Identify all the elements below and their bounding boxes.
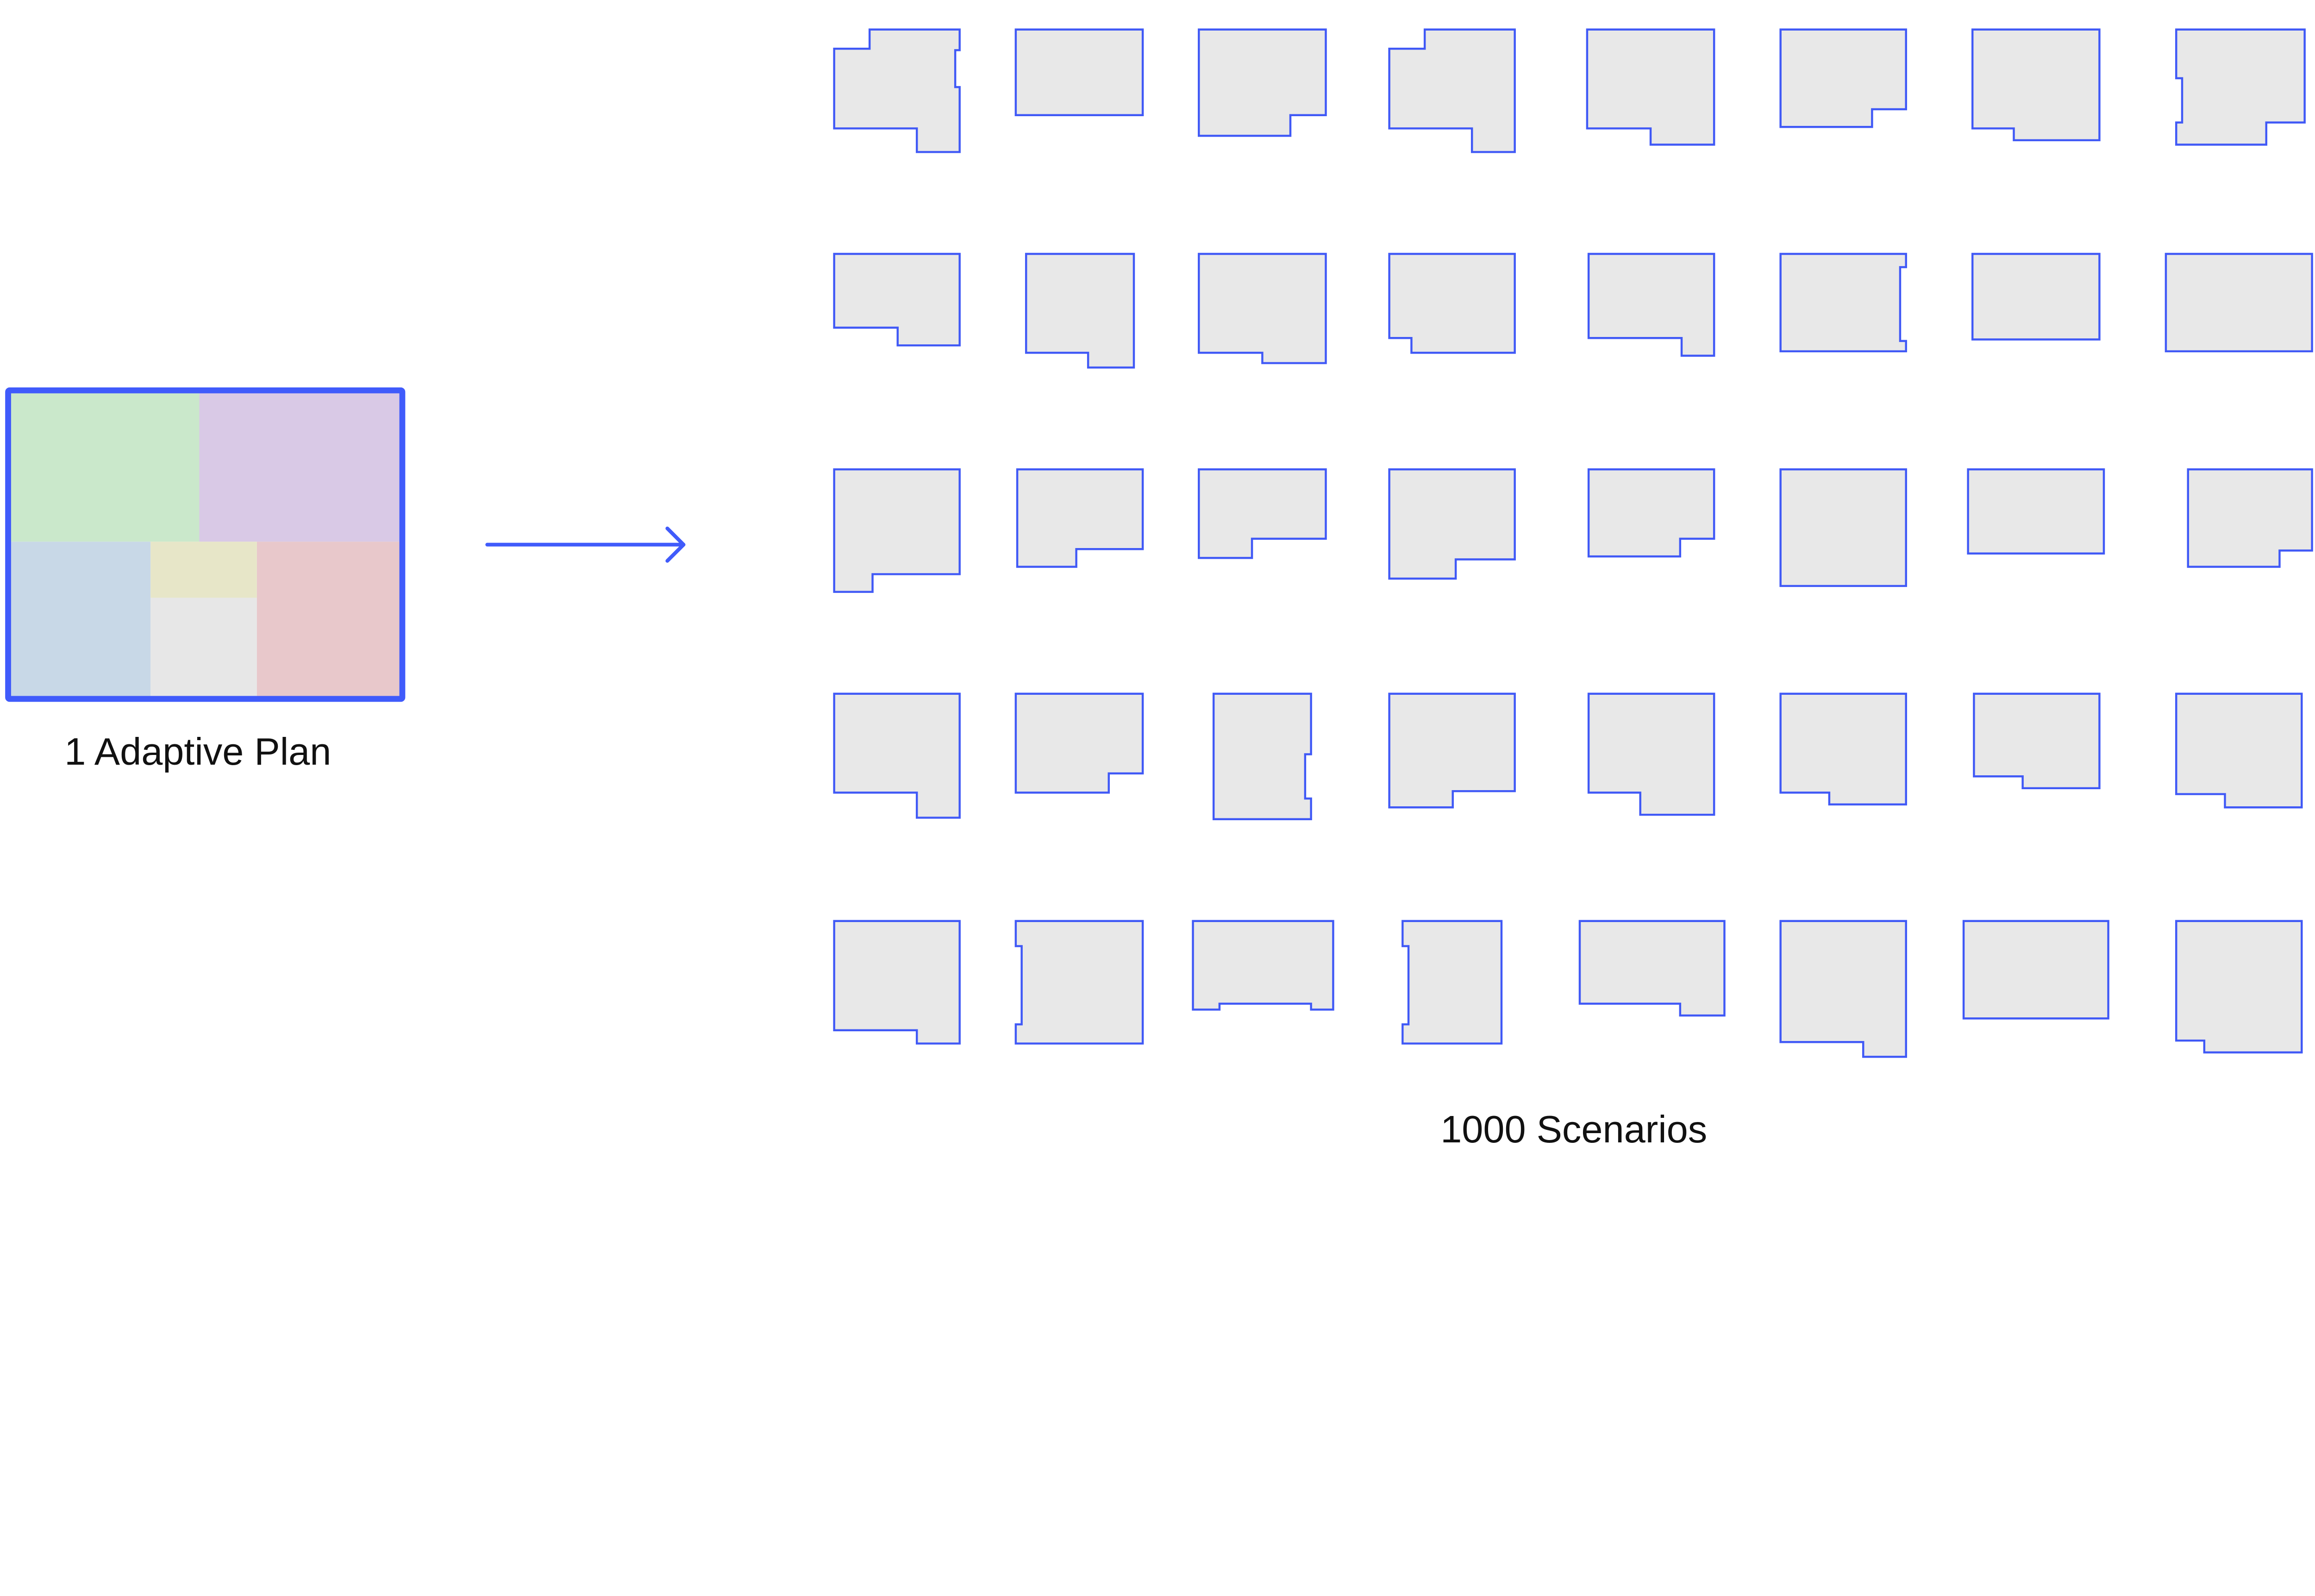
zone-purple (199, 393, 400, 542)
scenario-floorplan (1587, 692, 1715, 816)
scenario-floorplan (1014, 692, 1144, 794)
scenario-floorplan (1973, 692, 2101, 790)
scenario-floorplan (1779, 920, 1907, 1058)
scenario-floorplan (1402, 920, 1503, 1045)
adaptive-plan-label: 1 Adaptive Plan (64, 730, 331, 773)
plan-outline (5, 387, 406, 702)
scenario-floorplan (1014, 28, 1144, 116)
scenario-floorplan (1971, 253, 2101, 341)
scenario-floorplan (1212, 692, 1312, 820)
zone-pink (257, 542, 400, 697)
scenario-floorplan (1016, 468, 1144, 568)
scenario-floorplan (1388, 692, 1516, 809)
scenario-floorplan (1587, 253, 1715, 357)
scenario-floorplan (2187, 468, 2313, 568)
scenario-floorplan (2175, 920, 2303, 1054)
scenario-floorplan (833, 28, 961, 153)
scenario-floorplan (2175, 692, 2303, 809)
scenario-floorplan (1198, 253, 1327, 364)
arrow-right-icon (485, 526, 686, 563)
scenario-floorplan (1388, 468, 1516, 580)
scenario-floorplan (1967, 468, 2105, 555)
scenario-floorplan (1198, 28, 1327, 137)
scenario-floorplan (1779, 692, 1907, 806)
scenario-floorplan (1192, 920, 1334, 1011)
adaptive-plan (5, 387, 406, 702)
scenario-floorplan (1779, 28, 1907, 128)
scenario-floorplan (1962, 920, 2109, 1020)
scenario-floorplan (1578, 920, 1726, 1017)
scenario-floorplan (833, 920, 961, 1045)
zone-green (10, 393, 200, 542)
scenario-floorplan (1779, 253, 1907, 353)
scenario-floorplan (833, 692, 961, 819)
scenario-floorplan (833, 253, 961, 347)
scenario-floorplan (1025, 253, 1135, 369)
scenario-floorplan (833, 468, 961, 593)
scenario-floorplan (1779, 468, 1907, 587)
scenario-floorplan (1198, 468, 1327, 559)
scenario-floorplan (1388, 28, 1516, 153)
scenario-floorplan (1971, 28, 2101, 142)
scenario-floorplan (2165, 253, 2313, 353)
zone-blue (10, 542, 151, 697)
scenario-floorplan (1388, 253, 1516, 354)
scenario-grid (833, 28, 2313, 1058)
scenario-floorplan (2175, 28, 2306, 146)
zone-yellow (150, 542, 257, 598)
adaptive-plan-diagram: 1 Adaptive Plan (5, 28, 2313, 1151)
scenario-floorplan (1014, 920, 1144, 1045)
zone-grey (150, 598, 257, 697)
scenario-floorplan (1586, 28, 1715, 146)
scenarios-label: 1000 Scenarios (1440, 1108, 1707, 1151)
scenario-floorplan (1587, 468, 1715, 558)
